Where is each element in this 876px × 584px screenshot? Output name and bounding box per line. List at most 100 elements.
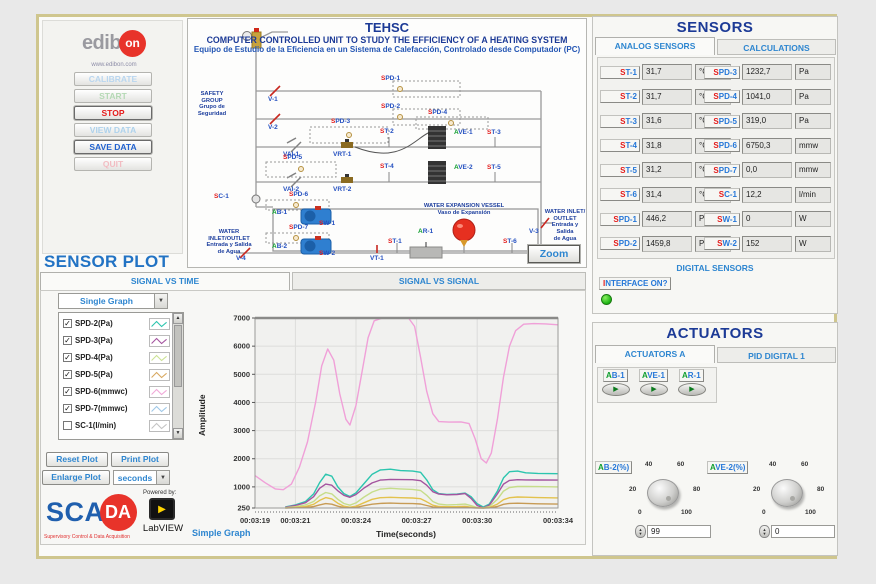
sensor-label-SPD-4[interactable]: SPD-4 <box>704 90 740 104</box>
tab-signal-vs-signal[interactable]: SIGNAL VS SIGNAL <box>292 272 586 290</box>
checkbox-icon[interactable]: ✓ <box>63 370 72 379</box>
calibrate-button[interactable]: CALIBRATE <box>74 72 152 86</box>
reset-plot-button[interactable]: Reset Plot <box>46 452 108 467</box>
line-style-swatch <box>149 402 170 415</box>
channel-row-SPD-4(Pa)[interactable]: ✓SPD-4(Pa) <box>60 349 171 366</box>
scrollbar-track[interactable] <box>173 388 183 428</box>
knob-ab2-spinner[interactable]: ▲▼ <box>635 525 646 538</box>
actuator-ave1-button[interactable]: ▶ <box>640 383 668 396</box>
diagram-zoom-button[interactable]: Zoom <box>528 245 580 263</box>
channel-row-SPD-6(mmwc)[interactable]: ✓SPD-6(mmwc) <box>60 383 171 400</box>
actuator-ave1-label: AVE-1 <box>639 369 668 382</box>
sensor-label-SPD-6[interactable]: SPD-6 <box>704 139 740 153</box>
knob-ave2-tick-40: 40 <box>769 461 777 468</box>
checkbox-icon[interactable]: ✓ <box>63 336 72 345</box>
channel-row-SPD-7(mmwc)[interactable]: ✓SPD-7(mmwc) <box>60 400 171 417</box>
channel-row-SPD-3(Pa)[interactable]: ✓SPD-3(Pa) <box>60 332 171 349</box>
actuator-ab1-button[interactable]: ▶ <box>602 383 630 396</box>
scada-subtitle: Supervisory Control & Data Acquisition <box>44 534 130 540</box>
scroll-down-icon[interactable]: ▼ <box>173 428 183 439</box>
tab-calculations[interactable]: CALCULATIONS <box>717 39 836 55</box>
start-button[interactable]: START <box>74 89 152 103</box>
label-spd4: SPD-4 <box>428 109 448 116</box>
checkbox-icon[interactable]: ✓ <box>63 387 72 396</box>
sensor-label-SPD-1[interactable]: SPD-1 <box>600 212 640 226</box>
label-water-inlet-right: WATER INLET/ OUTLET Entrada y Salida de … <box>544 209 586 242</box>
pipes <box>236 31 552 254</box>
channel-label: SPD-4(Pa) <box>75 353 113 362</box>
svg-text:2000: 2000 <box>233 454 250 463</box>
knob-ave2[interactable] <box>771 479 803 507</box>
process-diagram-panel: TEHSC COMPUTER CONTROLLED UNIT TO STUDY … <box>187 18 587 268</box>
knob-ave2-spinner[interactable]: ▲▼ <box>759 525 770 538</box>
line-style-swatch <box>149 334 170 347</box>
graph-mode-dropdown[interactable]: Single Graph ▼ <box>58 293 168 309</box>
sensor-label-SW-2[interactable]: SW-2 <box>704 237 740 251</box>
scroll-up-icon[interactable]: ▲ <box>173 313 183 324</box>
label-st3: ST-3 <box>487 129 501 136</box>
checkbox-icon[interactable]: ✓ <box>63 319 72 328</box>
sensor-value: 1232,7 <box>742 64 792 81</box>
sensor-label-SPD-5[interactable]: SPD-5 <box>704 114 740 128</box>
sensors-panel: SENSORS ANALOG SENSORS CALCULATIONS ST-1… <box>592 16 838 314</box>
channel-list-scrollbar[interactable]: ▲ ▼ <box>172 313 183 439</box>
tab-analog-sensors[interactable]: ANALOG SENSORS <box>595 37 715 55</box>
chevron-down-icon[interactable]: ▼ <box>154 294 167 308</box>
sensor-label-SPD-3[interactable]: SPD-3 <box>704 65 740 79</box>
save-data-button[interactable]: SAVE DATA <box>74 140 152 154</box>
interface-on-button[interactable]: INTERFACE ON? <box>599 277 672 290</box>
sensor-label-SC-1[interactable]: SC-1 <box>704 188 740 202</box>
knob-ab2-value-field[interactable]: 99 <box>647 525 711 538</box>
channel-row-SPD-2(Pa)[interactable]: ✓SPD-2(Pa) <box>60 315 171 332</box>
knob-ab2[interactable] <box>647 479 679 507</box>
channel-row-SC-1(l/min)[interactable]: SC-1(l/min) <box>60 417 171 434</box>
knob-ave2-tick-80: 80 <box>817 486 825 493</box>
label-v3: V-3 <box>529 228 539 235</box>
svg-text:7000: 7000 <box>233 314 250 323</box>
view-data-button[interactable]: VIEW DATA <box>74 123 152 137</box>
sensor-label-SPD-7[interactable]: SPD-7 <box>704 163 740 177</box>
checkbox-icon[interactable] <box>63 421 72 430</box>
sensor-label-ST-4[interactable]: ST-4 <box>600 139 640 153</box>
valve-icons <box>239 85 550 259</box>
knob-ave2-value-field[interactable]: 0 <box>771 525 835 538</box>
sensor-unit: l/min <box>795 186 831 203</box>
enlarge-plot-button[interactable]: Enlarge Plot <box>42 470 110 485</box>
svg-text:250: 250 <box>237 504 250 513</box>
sensor-label-ST-3[interactable]: ST-3 <box>600 114 640 128</box>
knob-ave2-label: AVE-2(%) <box>707 461 749 474</box>
actuators-panel: ACTUATORS ACTUATORS A PID DIGITAL 1 AB-1… <box>592 322 838 556</box>
tab-pid-digital-1[interactable]: PID DIGITAL 1 <box>717 347 836 363</box>
sensor-label-SW-1[interactable]: SW-1 <box>704 212 740 226</box>
sensor-label-ST-1[interactable]: ST-1 <box>600 65 640 79</box>
checkbox-icon[interactable]: ✓ <box>63 353 72 362</box>
quit-button[interactable]: QUIT <box>74 157 152 171</box>
sensor-readings-box: ST-131,7°CST-231,7°CST-331,6°CST-431,8°C… <box>597 57 835 259</box>
sensor-label-SPD-2[interactable]: SPD-2 <box>600 237 640 251</box>
print-plot-button[interactable]: Print Plot <box>111 452 169 467</box>
graph-mode-value: Single Graph <box>80 296 133 306</box>
label-st4: ST-4 <box>380 163 394 170</box>
label-sc1: SC-1 <box>214 193 229 200</box>
tab-signal-vs-time[interactable]: SIGNAL VS TIME <box>40 272 290 290</box>
scada-logo: SCA DA <box>46 494 137 531</box>
svg-text:00:03:24: 00:03:24 <box>341 516 372 525</box>
diagram-schematic <box>236 28 552 259</box>
channel-row-SPD-5(Pa)[interactable]: ✓SPD-5(Pa) <box>60 366 171 383</box>
flow-sensor-sc1-icon <box>251 194 261 204</box>
sensor-label-ST-6[interactable]: ST-6 <box>600 188 640 202</box>
label-v4: V-4 <box>236 255 246 262</box>
chevron-down-icon[interactable]: ▼ <box>156 471 169 484</box>
label-spd1: SPD-1 <box>381 75 401 82</box>
tab-actuators-a[interactable]: ACTUATORS A <box>595 345 715 363</box>
checkbox-icon[interactable]: ✓ <box>63 404 72 413</box>
sensor-label-ST-5[interactable]: ST-5 <box>600 163 640 177</box>
time-unit-dropdown[interactable]: seconds ▼ <box>113 470 170 485</box>
actuator-ar1-button[interactable]: ▶ <box>678 383 706 396</box>
sensor-value: 31,6 <box>642 113 692 130</box>
stop-button[interactable]: STOP <box>74 106 152 120</box>
scrollbar-thumb[interactable] <box>174 325 182 387</box>
sensor-label-ST-2[interactable]: ST-2 <box>600 90 640 104</box>
